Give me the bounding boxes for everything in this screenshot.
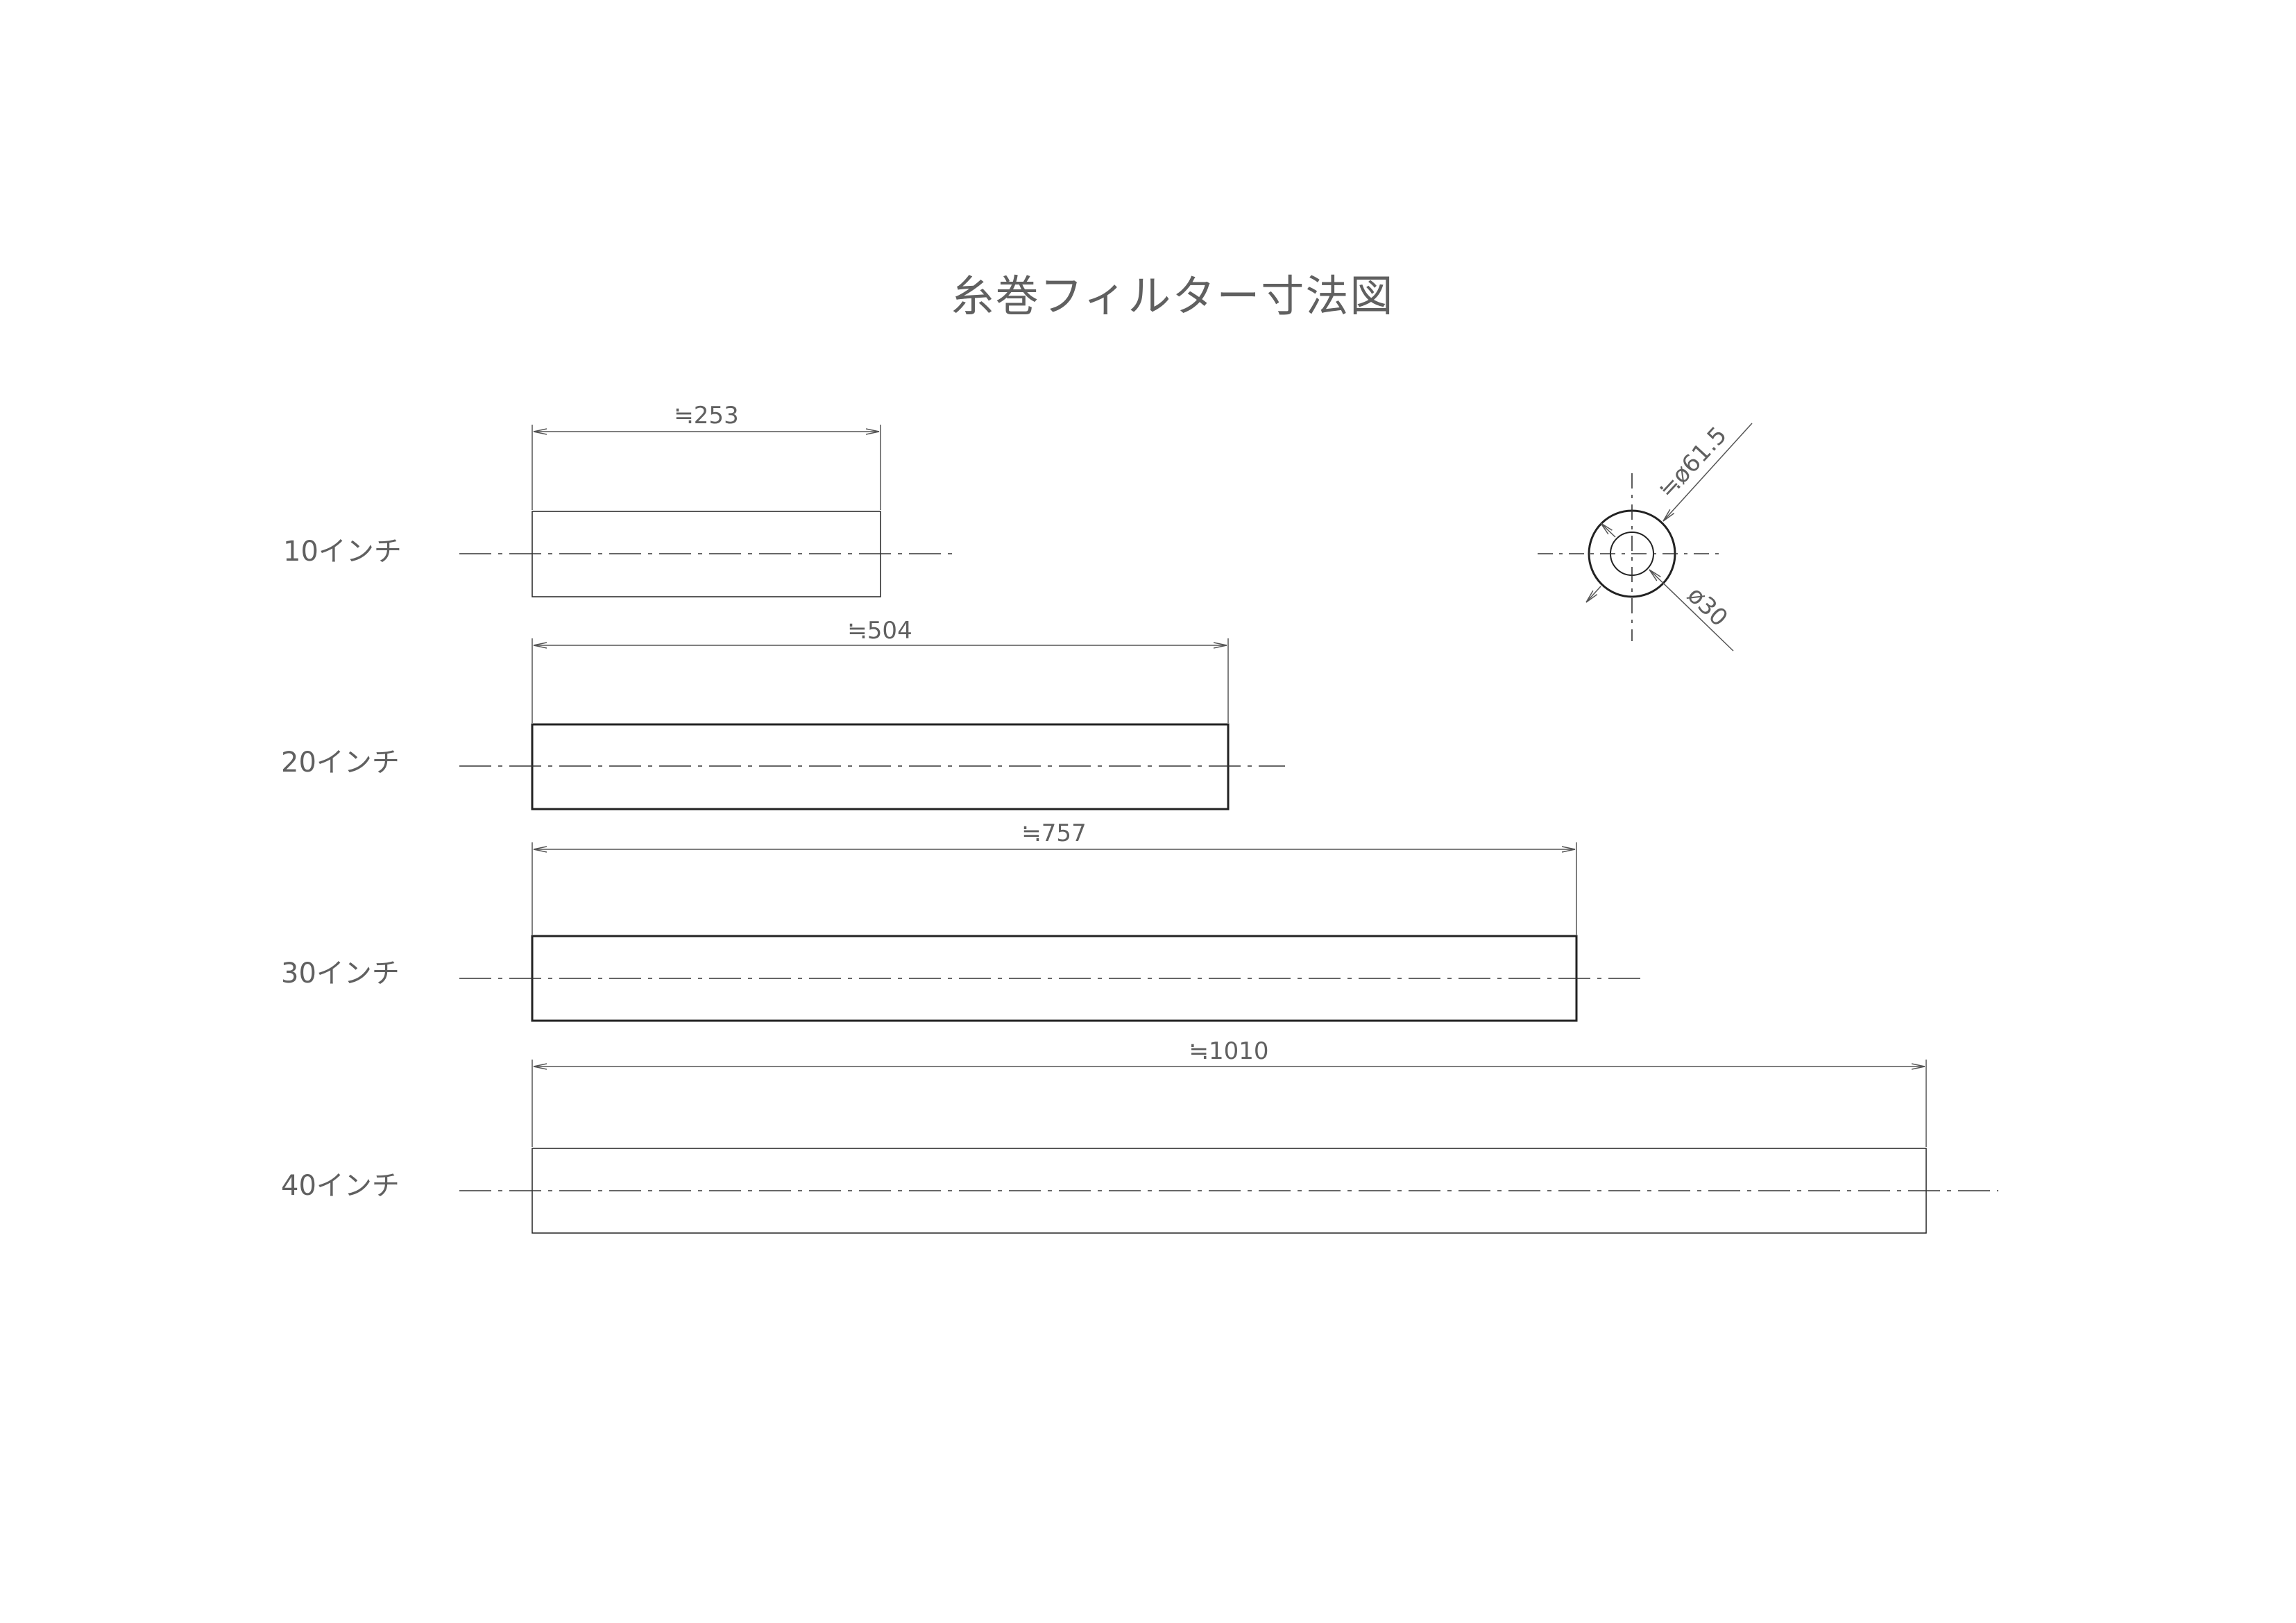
filter-label: 30インチ [281,958,400,989]
drawing-title: 糸巻フィルター寸法図 [951,271,1395,321]
outer-diameter-label: ≒ø61.5 [1653,421,1733,504]
dimension-value: ≒504 [847,617,912,645]
filter-label: 20インチ [281,747,400,779]
cross-section-view: ≒ø61.5 ø30 [1538,421,1753,652]
filter-label: 10インチ [283,536,402,568]
filter-label: 40インチ [281,1170,400,1202]
filter-30-inch: 30インチ ≒757 [281,819,1646,1022]
filter-40-inch: 40インチ ≒1010 [281,1037,1998,1234]
filter-20-inch: 20インチ ≒504 [281,617,1285,810]
outer-diameter-leader [1663,423,1753,521]
filter-outline [531,723,1230,810]
inner-diameter-leader [1649,570,1734,652]
outer-diameter-leader-tail [1586,586,1601,602]
filter-10-inch: 10インチ ≒253 [283,402,954,597]
dimension-value: ≒757 [1021,819,1086,847]
inner-diameter-leader-tail [1601,523,1616,538]
inner-diameter-label: ø30 [1682,581,1733,632]
dimension-value: ≒253 [674,402,738,430]
dimension-value: ≒1010 [1189,1037,1268,1065]
